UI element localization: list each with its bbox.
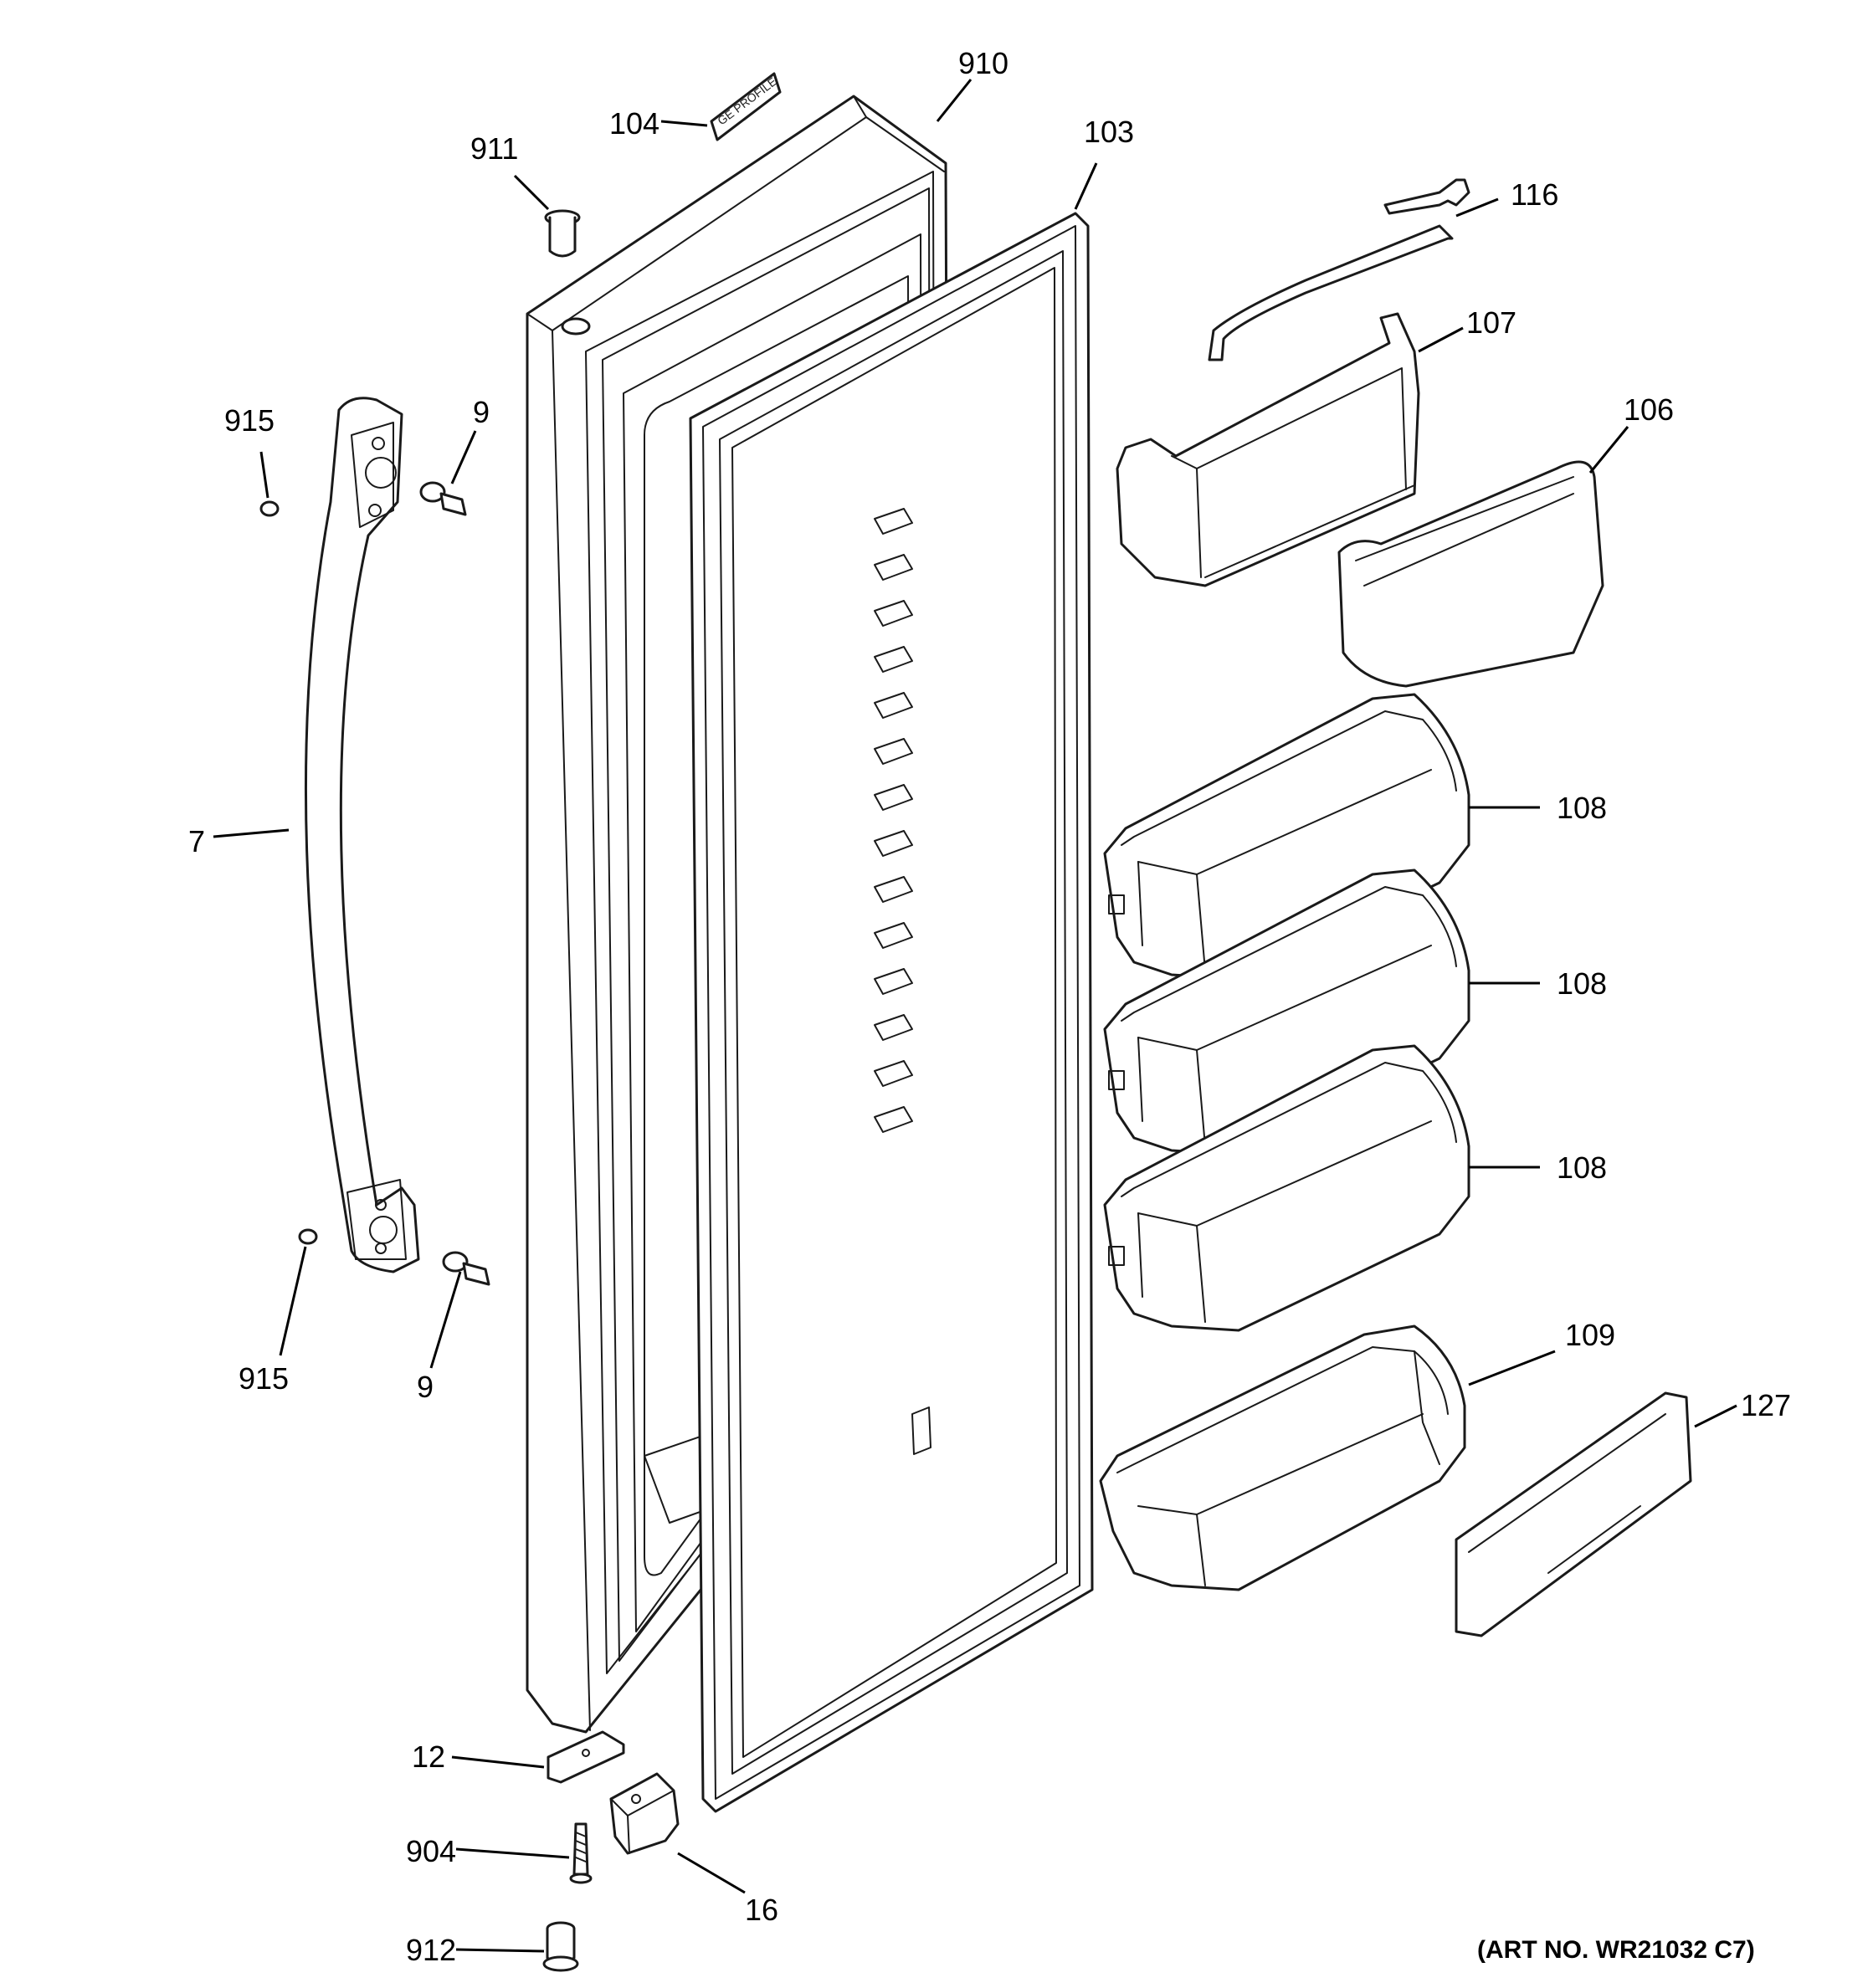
callout-7: 7: [188, 824, 205, 858]
bottom-door-bin: [1099, 1324, 1466, 1591]
door-liner-ribs: [874, 508, 931, 1455]
handle-stud-top: [419, 481, 467, 516]
hinge-bracket: [609, 1772, 680, 1855]
callout-911: 911: [470, 131, 518, 166]
callout-108-a: 108: [1557, 791, 1607, 825]
callout-116: 116: [1511, 177, 1558, 212]
bin-cover-rail: [1383, 178, 1470, 215]
callout-9-bottom: 9: [417, 1370, 434, 1404]
callout-910: 910: [958, 46, 1008, 80]
callout-912: 912: [406, 1933, 456, 1967]
nameplate: GE PROFILE: [710, 72, 782, 141]
leader-lines: [213, 79, 1737, 1953]
callout-103: 103: [1084, 115, 1134, 149]
callout-127: 127: [1741, 1388, 1791, 1422]
dairy-bin-cover: [1337, 460, 1604, 688]
hinge-screw: [569, 1822, 593, 1884]
callout-904: 904: [406, 1834, 456, 1868]
dairy-bin-handle-rail: [1208, 224, 1454, 361]
door-handle: [304, 397, 420, 1273]
callout-108-b: 108: [1557, 966, 1607, 1001]
callout-104: 104: [609, 106, 659, 141]
hinge-bushing: [542, 1921, 579, 1972]
bottom-bin-front-panel: [1455, 1391, 1692, 1637]
door-bin-3: [1103, 1044, 1470, 1332]
dairy-bin: [1116, 312, 1420, 587]
callout-107: 107: [1466, 305, 1516, 340]
callout-109: 109: [1565, 1318, 1615, 1352]
callout-9-top: 9: [473, 395, 490, 429]
callout-108-c: 108: [1557, 1150, 1607, 1185]
art-number: (ART NO. WR21032 C7): [1477, 1936, 1755, 1964]
handle-set-screw-top: [259, 500, 280, 517]
hinge-shim: [547, 1730, 625, 1784]
handle-set-screw-bottom: [298, 1228, 318, 1245]
callout-16: 16: [745, 1893, 778, 1927]
top-hinge-plug: [544, 209, 591, 336]
callout-12: 12: [412, 1740, 445, 1774]
callout-106: 106: [1624, 392, 1674, 427]
callout-915-top: 915: [224, 403, 275, 438]
door-gasket: [689, 212, 1094, 1813]
handle-stud-bottom: [442, 1251, 490, 1286]
callout-915-bottom: 915: [239, 1361, 289, 1396]
